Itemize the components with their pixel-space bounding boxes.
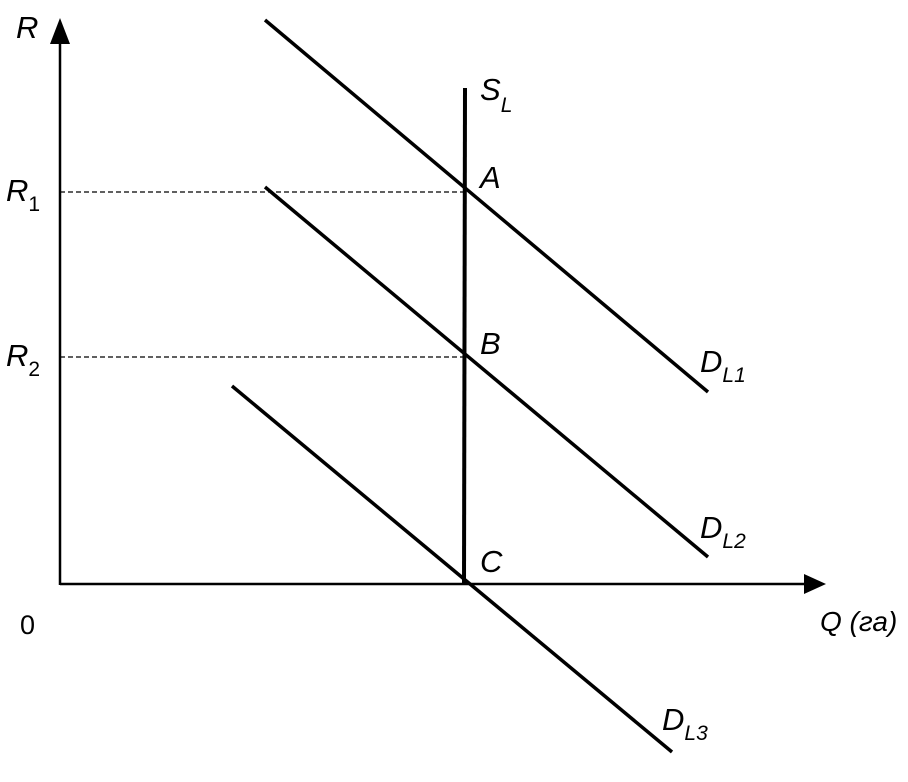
r2-subscript: 2: [28, 358, 41, 381]
demand-dl2-subscript: L2: [722, 530, 746, 553]
r1-label: R1: [6, 173, 40, 215]
x-axis-label: Q (га): [820, 606, 898, 637]
demand-dl2-main: D: [700, 510, 723, 545]
demand-dl2-label: DL2: [700, 510, 746, 552]
y-axis-arrow: [50, 18, 70, 44]
x-axis-arrow: [804, 574, 826, 594]
y-axis-label: R: [16, 10, 39, 45]
demand-dl1-main: D: [700, 344, 723, 379]
supply-subscript: L: [500, 94, 513, 117]
supply-label: SL: [480, 72, 512, 116]
r1-main: R: [6, 173, 29, 208]
demand-dl3-main: D: [662, 702, 685, 737]
r1-subscript: 1: [28, 193, 41, 216]
r2-label: R2: [6, 338, 40, 380]
demand-line-dl1: [263, 18, 710, 394]
demand-dl1-label: DL1: [700, 344, 746, 386]
r2-main: R: [6, 338, 29, 373]
demand-line-dl3: [230, 384, 674, 754]
point-c-label: C: [480, 544, 503, 579]
demand-line-dl2: [263, 185, 710, 559]
point-b-label: B: [480, 326, 501, 361]
supply-main: S: [480, 72, 501, 107]
demand-dl3-subscript: L3: [684, 722, 708, 745]
supply-line-sl: [462, 87, 467, 586]
demand-dl3-label: DL3: [662, 702, 708, 744]
demand-dl1-subscript: L1: [722, 364, 746, 387]
point-a-label: A: [480, 160, 501, 195]
origin-label: 0: [20, 610, 36, 640]
